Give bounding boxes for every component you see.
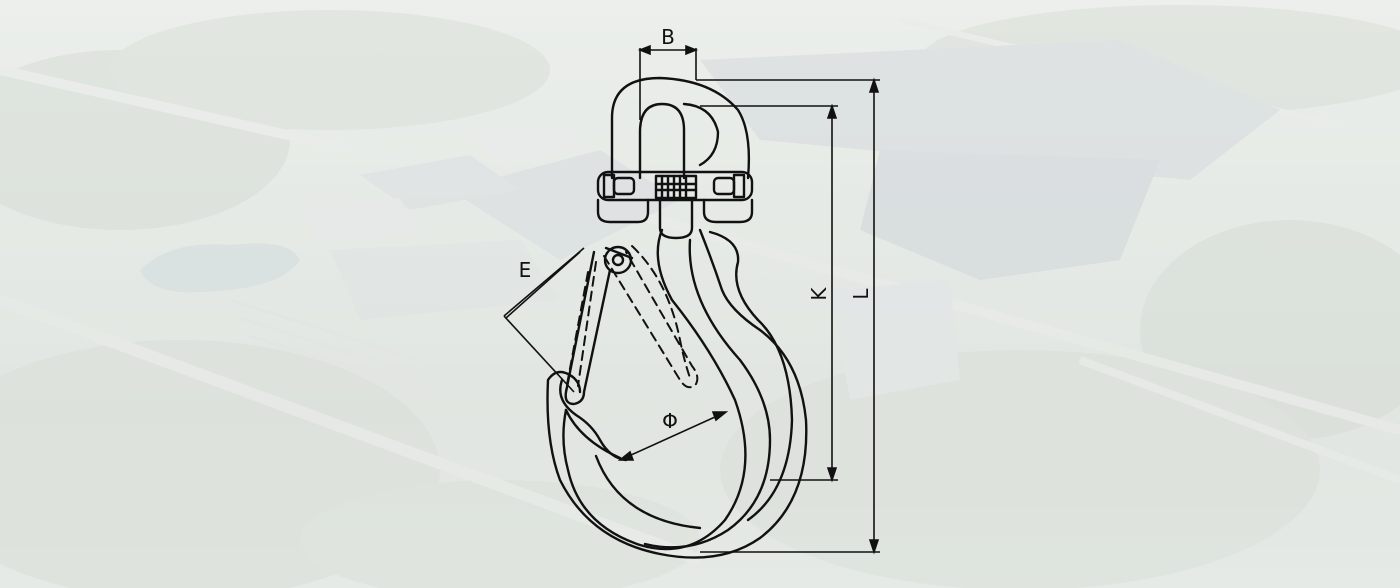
dimension-k-label: K [807, 287, 831, 301]
dimension-phi-label: Φ [662, 409, 678, 433]
eye-link [610, 76, 751, 180]
dimension-l-line [696, 77, 880, 555]
dimension-e-line [503, 247, 585, 393]
latch-open-dashed [565, 245, 699, 391]
hook-body [546, 228, 808, 559]
swivel-body [596, 170, 754, 240]
dimension-b-label: B [661, 25, 675, 49]
safety-latch [564, 245, 634, 406]
dimension-phi-line [617, 411, 729, 461]
dimension-k-line [700, 103, 838, 483]
dimension-l-label: L [849, 288, 873, 300]
dimension-e-label: E [519, 258, 532, 282]
dimension-b-line [637, 44, 699, 120]
